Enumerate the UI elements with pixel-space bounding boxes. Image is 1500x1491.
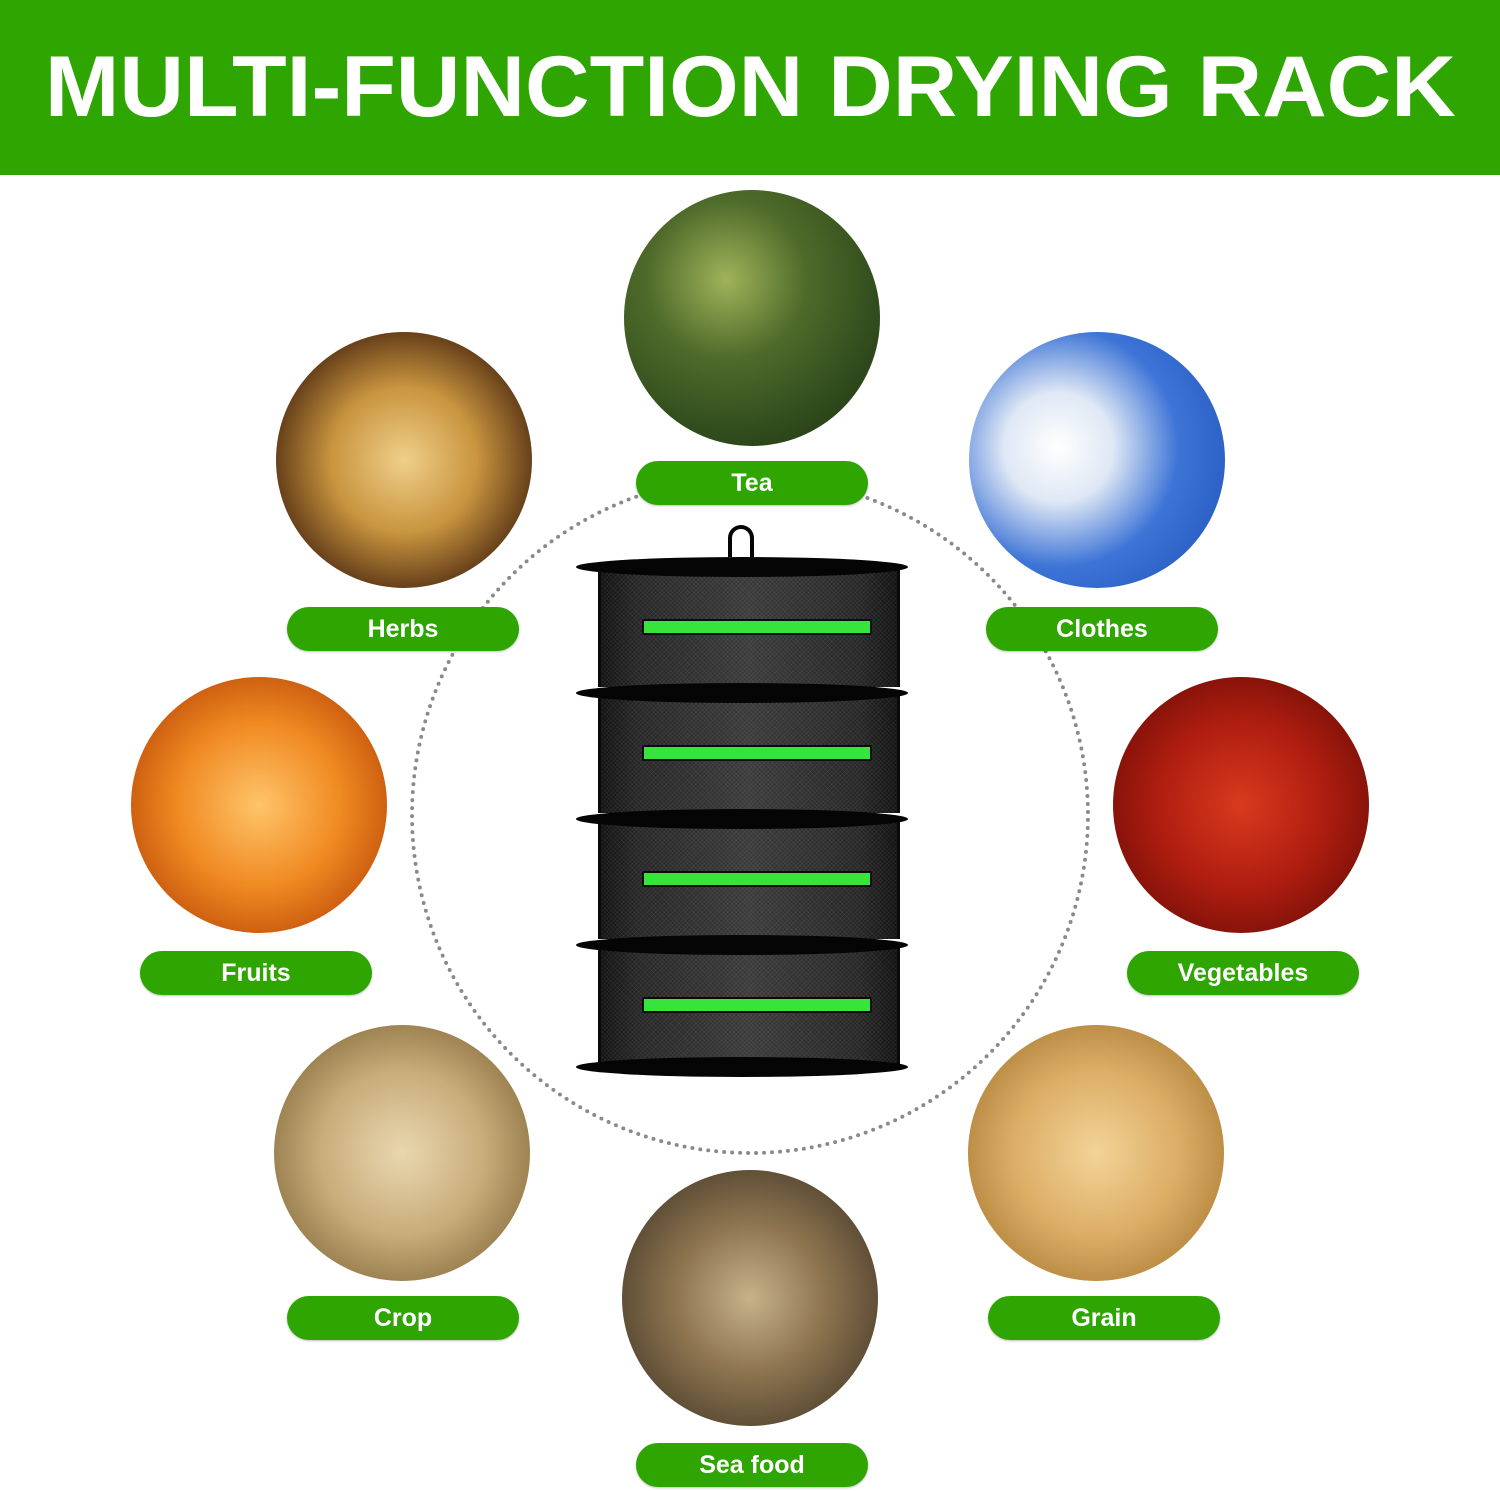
rack-tier-4 [576, 935, 908, 1077]
zipper-icon [642, 745, 872, 761]
hanging-loop-icon [728, 525, 754, 557]
label-fruits: Fruits [140, 951, 372, 995]
label-clothes: Clothes [986, 607, 1218, 651]
clothes-on-line-photo [969, 332, 1225, 588]
label-tea-text: Tea [731, 468, 773, 497]
title-banner: MULTI-FUNCTION DRYING RACK [0, 0, 1500, 175]
label-vegetables: Vegetables [1127, 951, 1359, 995]
dried-root-slices-photo [274, 1025, 530, 1281]
peanuts-photo [968, 1025, 1224, 1281]
label-crop-text: Crop [373, 1303, 433, 1332]
tea-leaves-photo [624, 190, 880, 446]
label-herbs: Herbs [287, 607, 519, 651]
label-seafood-text: Sea food [699, 1450, 805, 1479]
label-seafood: Sea food [636, 1443, 868, 1487]
page-title: MULTI-FUNCTION DRYING RACK [44, 39, 1456, 135]
label-tea: Tea [636, 461, 868, 505]
label-herbs-text: Herbs [367, 614, 439, 643]
dried-fish-photo [622, 1170, 878, 1426]
zipper-icon [642, 871, 872, 887]
dried-fruit-slices-photo [131, 677, 387, 933]
label-crop: Crop [287, 1296, 519, 1340]
label-vegetables-text: Vegetables [1177, 958, 1309, 987]
label-fruits-text: Fruits [221, 958, 291, 987]
ginseng-roots-photo [276, 332, 532, 588]
label-grain: Grain [988, 1296, 1220, 1340]
label-clothes-text: Clothes [1056, 614, 1148, 643]
rack-tier-1 [576, 557, 908, 687]
drying-rack-product-image [576, 525, 908, 1080]
zipper-icon [642, 619, 872, 635]
rack-tier-2 [576, 683, 908, 813]
dried-red-chili-photo [1113, 677, 1369, 933]
zipper-icon [642, 997, 872, 1013]
label-grain-text: Grain [1071, 1303, 1137, 1332]
rack-tier-3 [576, 809, 908, 939]
